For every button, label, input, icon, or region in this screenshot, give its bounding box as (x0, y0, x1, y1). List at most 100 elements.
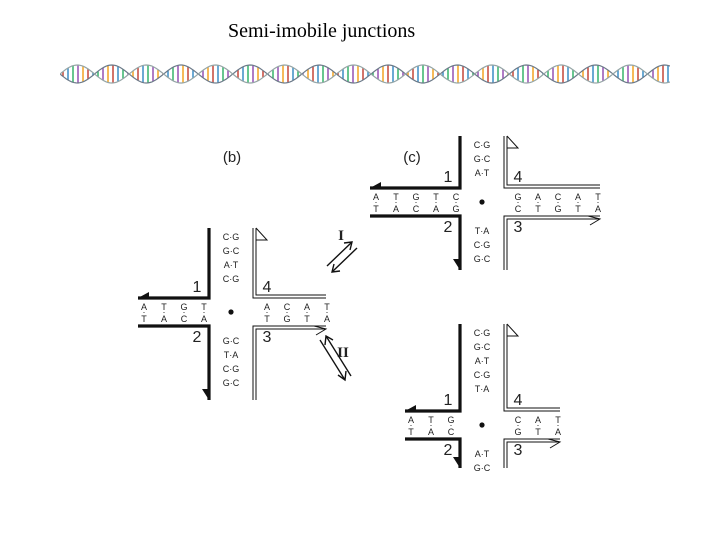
strand-3-line-inner (506, 441, 560, 468)
base-pair-label: G·C (474, 154, 491, 164)
base-pair-label: G·C (223, 336, 240, 346)
strand-1-line (370, 136, 462, 190)
strand-3-line-outer (252, 325, 326, 400)
base-label: T (393, 192, 399, 202)
base-pair-label: A·T (475, 356, 490, 366)
base-dot: · (183, 307, 186, 317)
forward-arrowhead-i (343, 241, 353, 251)
strand-number-4: 4 (514, 392, 523, 409)
strand-2-arrowhead (202, 389, 209, 400)
junction-center-dot (228, 309, 234, 315)
base-label: A (433, 204, 439, 214)
base-label: T (428, 415, 434, 425)
base-dot: · (455, 197, 458, 207)
base-dot: · (577, 197, 580, 207)
dna-double-helix-icon (60, 64, 670, 84)
strand-number-3: 3 (514, 219, 523, 236)
base-label: A (324, 314, 330, 324)
strand-4-line-outer (252, 228, 326, 299)
strand-3-line-inner (255, 328, 326, 400)
slide-title: Semi-imobile junctions (228, 20, 416, 42)
base-label: T (535, 427, 541, 437)
base-label: A (408, 415, 414, 425)
base-pair-label: C·G (474, 240, 491, 250)
strand-3-arrowhead (313, 325, 328, 336)
base-label: C (181, 314, 188, 324)
base-label: A (428, 427, 434, 437)
strand-number-2: 2 (193, 329, 202, 346)
base-label: A (264, 302, 270, 312)
base-label: T (264, 314, 270, 324)
base-label: T (595, 192, 601, 202)
base-label: T (304, 314, 310, 324)
strand-3-arrowhead (547, 438, 562, 449)
base-label: C (413, 204, 420, 214)
strand-number-1: 1 (444, 392, 453, 409)
base-label: A (304, 302, 310, 312)
strand-1-line (405, 324, 462, 413)
strand-number-3: 3 (263, 329, 272, 346)
strand-4-line-outer (503, 136, 600, 189)
base-label: C (515, 204, 522, 214)
strand-4-line-inner (255, 228, 326, 296)
strand-2-line (138, 324, 211, 400)
base-dot: · (537, 197, 540, 207)
base-label: A (595, 204, 601, 214)
base-pair-label: A·T (475, 449, 490, 459)
base-pair-label: C·G (223, 364, 240, 374)
base-dot: · (450, 420, 453, 430)
base-dot: · (435, 197, 438, 207)
strand-1-arrowhead (405, 405, 416, 411)
strand-number-2: 2 (444, 442, 453, 459)
equilibrium-arrows: III (319, 228, 358, 382)
reverse-arrow-ii (325, 335, 352, 377)
helix-strand-a (60, 64, 670, 84)
base-label: T (373, 204, 379, 214)
base-pair-label: A·T (224, 260, 239, 270)
strand-2-line (370, 214, 462, 270)
base-label: G (447, 415, 454, 425)
base-label: T (555, 415, 561, 425)
junction-panel-b: C·GG·CA·TC·GG·CT·AC·GG·CA·TT·AG·CT·AA·TC… (138, 149, 330, 400)
base-pair-label: T·A (475, 226, 490, 236)
strand-2-arrowhead (453, 457, 460, 468)
base-label: G (180, 302, 187, 312)
strand-3-line-inner (506, 218, 600, 270)
base-label: G (452, 204, 459, 214)
junction-center-dot (479, 422, 485, 428)
base-label: A (393, 204, 399, 214)
base-dot: · (143, 307, 146, 317)
reverse-arrowhead-ii (324, 334, 334, 346)
strand-1-arrowhead (370, 182, 381, 188)
base-pair-label: G·C (474, 254, 491, 264)
strand-3-line-outer (503, 215, 600, 270)
base-label: T (201, 302, 207, 312)
strand-4-line-inner (506, 324, 560, 409)
helix-strand-b (60, 64, 670, 84)
base-pair-label: C·G (223, 274, 240, 284)
strand-1-arrowhead (138, 292, 149, 298)
base-label: A (535, 415, 541, 425)
base-label: C (448, 427, 455, 437)
strand-number-4: 4 (514, 169, 523, 186)
base-dot: · (266, 307, 269, 317)
base-label: A (373, 192, 379, 202)
base-label: A (201, 314, 207, 324)
forward-arrow-ii (319, 339, 346, 381)
base-label: G (514, 427, 521, 437)
strand-2-arrowhead (453, 259, 460, 270)
arrow-label-i: I (338, 228, 344, 244)
base-dot: · (537, 420, 540, 430)
base-label: C (453, 192, 460, 202)
base-pair-label: T·A (475, 384, 490, 394)
base-label: T (324, 302, 330, 312)
strand-3-arrowhead (587, 215, 602, 226)
base-label: G (554, 204, 561, 214)
base-label: A (535, 192, 541, 202)
strand-4-arrowhead (506, 135, 520, 149)
junction-panel-c: C·GG·CA·TT·AC·GG·CA·TT·AG·CT·AC·GG·CA·TC… (370, 135, 602, 270)
arrow-label-ii: II (337, 345, 349, 361)
base-label: T (535, 204, 541, 214)
base-dot: · (203, 307, 206, 317)
